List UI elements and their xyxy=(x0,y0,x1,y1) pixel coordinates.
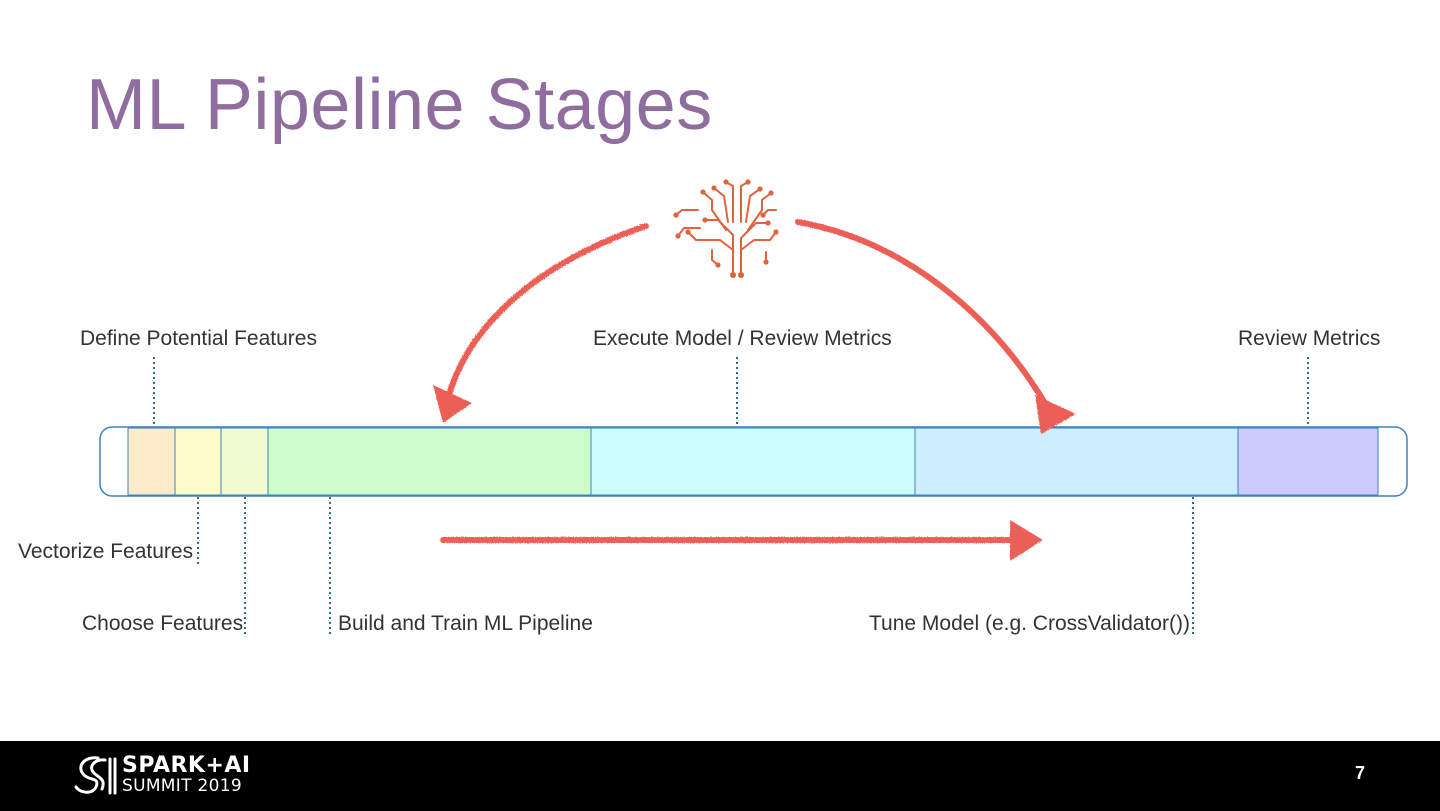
label-review-metrics: Review Metrics xyxy=(1238,327,1381,350)
spark-ai-logo: SPARK+AI SUMMIT 2019 xyxy=(72,753,272,799)
page-title: ML Pipeline Stages xyxy=(86,65,713,145)
left-arrowhead xyxy=(433,385,472,423)
right-curved-arrow xyxy=(795,219,1051,411)
segment-choose-features xyxy=(220,427,269,496)
label-tune-model: Tune Model (e.g. CrossValidator()) xyxy=(869,612,1190,635)
label-execute-model: Execute Model / Review Metrics xyxy=(593,327,892,350)
segment-vectorize-features xyxy=(174,427,222,496)
label-define-features: Define Potential Features xyxy=(80,327,317,350)
label-vectorize-features: Vectorize Features xyxy=(18,540,194,563)
leader-lines xyxy=(153,357,1309,637)
pipeline-bar xyxy=(99,426,1408,497)
label-choose-features: Choose Features xyxy=(82,612,244,635)
circuit-brain-icon xyxy=(673,179,779,278)
cycle-arrows xyxy=(433,219,1076,561)
page-number: 7 xyxy=(1354,763,1365,783)
spark-ai-logo-icon xyxy=(74,756,117,795)
footer-bar: SPARK+AI SUMMIT 2019 7 xyxy=(0,741,1440,811)
segment-review-metrics xyxy=(1237,427,1379,496)
segment-tune-model xyxy=(914,427,1239,496)
segment-build-train xyxy=(267,427,592,496)
horizontal-arrowhead xyxy=(1010,520,1043,561)
logo-text-spark-ai: SPARK+AI xyxy=(122,753,251,778)
pipeline-diagram xyxy=(99,179,1408,637)
right-arrowhead xyxy=(1035,395,1076,434)
left-curved-arrow xyxy=(445,223,649,401)
segment-execute-model xyxy=(590,427,916,496)
label-build-train: Build and Train ML Pipeline xyxy=(338,612,593,635)
logo-text-summit: SUMMIT 2019 xyxy=(122,776,242,796)
segment-define-features xyxy=(127,427,176,496)
